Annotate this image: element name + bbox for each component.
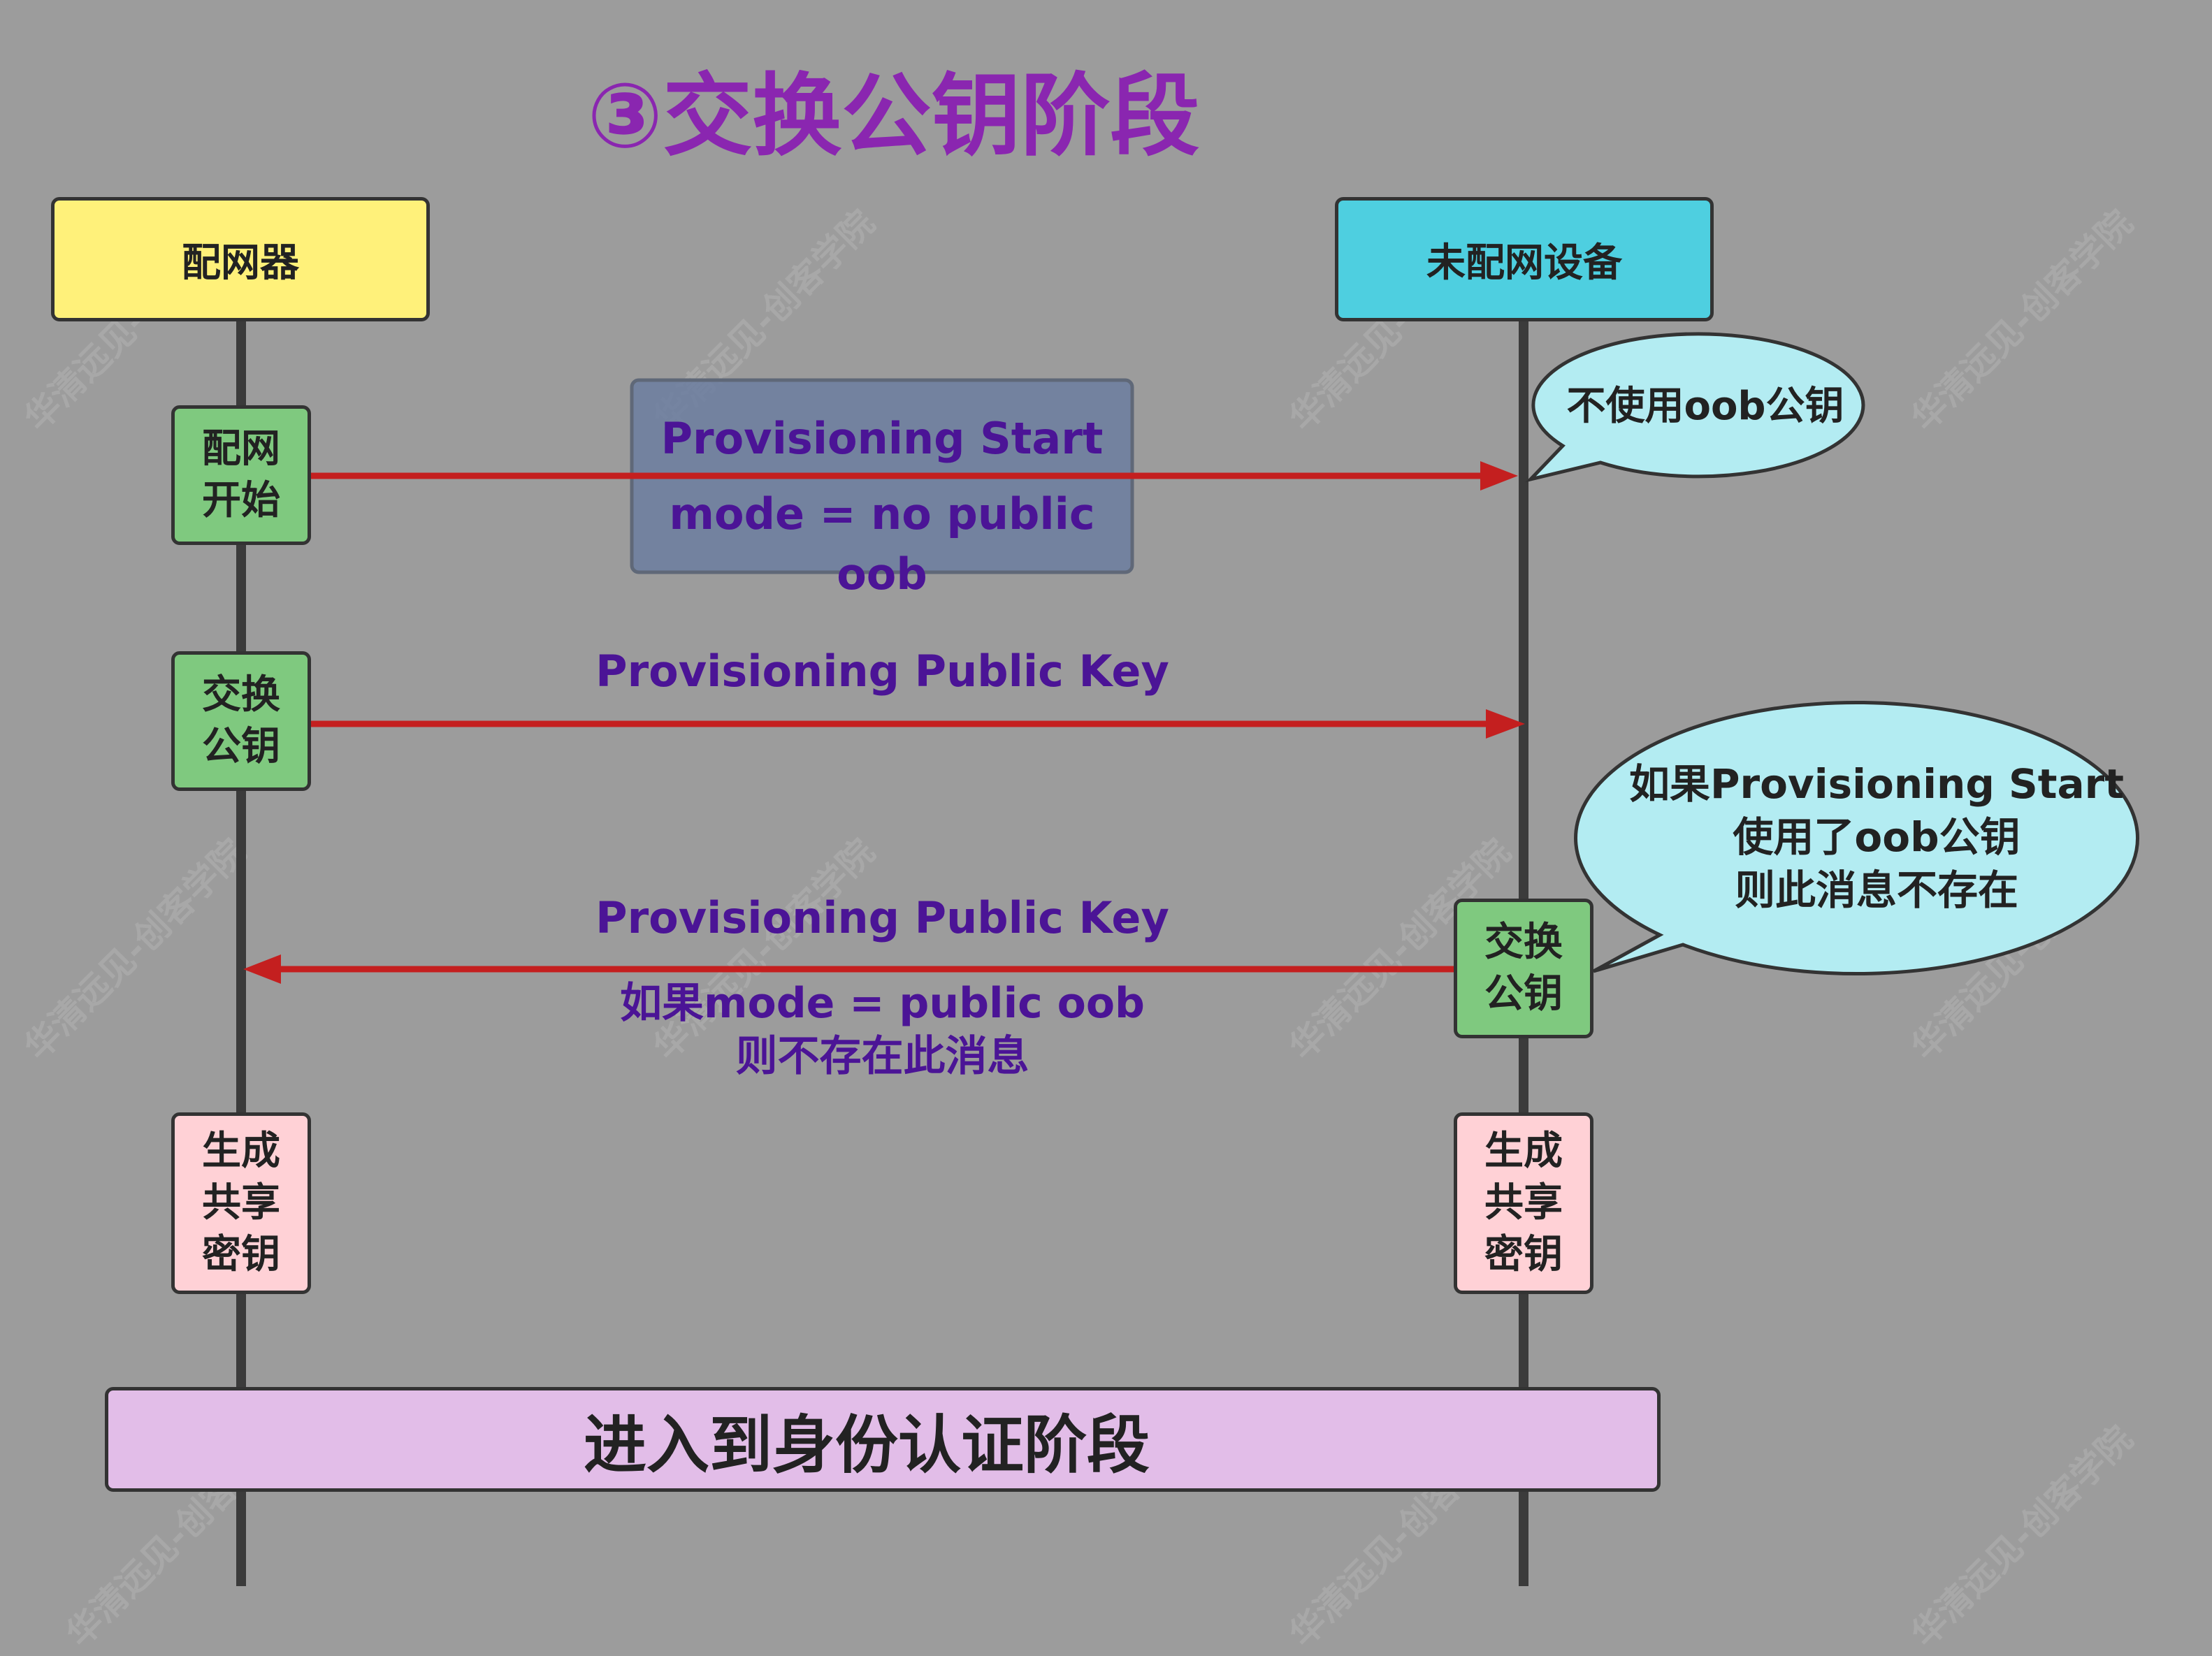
activation-shared-right: 生成 共享 密钥 [1454,1112,1593,1294]
actor-device: 未配网设备 [1335,197,1714,321]
note-conditional: 如果Provisioning Start 使用了oob公钥 则此消息不存在 [1628,760,2125,914]
message-public-key-to-device: Provisioning Public Key [595,646,1169,697]
actor-provisioner: 配网器 [51,197,430,321]
public-key-arrowhead-to-device [1486,709,1525,739]
activation-shared-left: 生成 共享 密钥 [171,1112,311,1294]
activation-start: 配网 开始 [171,405,311,545]
conditional-bubble [1574,701,2140,976]
message-public-key-note: 如果mode = public oob 则不存在此消息 [619,979,1145,1081]
next-phase-bar: 进入到身份认证阶段 [105,1387,1661,1492]
no-oob-bubble [1525,332,1865,483]
message-provisioning-start: Provisioning Start [660,413,1104,464]
public-key-arrowhead-to-provisioner [243,954,281,984]
provisioning-start-arrowhead [1480,461,1518,491]
message-provisioning-start-mode: mode = no public oob [669,488,1095,600]
note-no-oob: 不使用oob公钥 [1566,384,1844,429]
message-public-key-to-provisioner: Provisioning Public Key [595,892,1169,943]
activation-exchange-left: 交换 公钥 [171,651,311,791]
page-title: ③交换公钥阶段 [587,64,1200,168]
activation-exchange-right: 交换 公钥 [1454,899,1593,1038]
